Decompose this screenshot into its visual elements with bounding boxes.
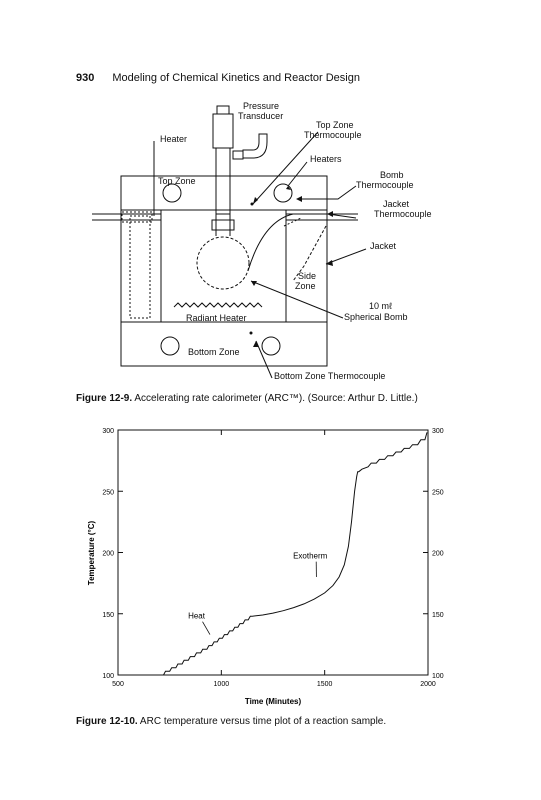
figure-12-9-label: Figure 12-9. xyxy=(76,393,133,404)
x-tick-label: 2000 xyxy=(420,681,436,688)
label-transducer: Transducer xyxy=(238,111,283,121)
label-bomb-tc-2: Thermocouple xyxy=(356,180,414,190)
y-tick-label: 100 xyxy=(102,673,114,680)
annotation-label: Heat xyxy=(188,612,206,621)
label-jacket-tc: Jacket xyxy=(383,199,410,209)
label-bottom-zone: Bottom Zone xyxy=(188,347,240,357)
y-tick-label-right: 100 xyxy=(432,673,444,680)
label-heater: Heater xyxy=(160,134,187,144)
y-tick-label-right: 300 xyxy=(432,428,444,435)
y-tick-label: 300 xyxy=(102,428,114,435)
x-tick-label: 1500 xyxy=(317,681,333,688)
spherical-bomb xyxy=(196,236,250,290)
label-top-zone-tc: Top Zone xyxy=(316,120,354,130)
figure-12-10-caption-text: ARC temperature versus time plot of a re… xyxy=(137,716,387,727)
y-tick-label: 150 xyxy=(102,612,114,619)
running-header: 930 Modeling of Chemical Kinetics and Rea… xyxy=(76,72,360,84)
annotation-leader xyxy=(202,621,211,635)
label-top-zone-tc-2: Thermocouple xyxy=(304,130,362,140)
arc-apparatus-diagram: Pressure Transducer Top Zone Thermocoupl… xyxy=(92,101,432,381)
x-tick-label: 500 xyxy=(112,681,124,688)
label-bottom-zone-tc: Bottom Zone Thermocouple xyxy=(274,371,385,381)
bottom-zone-box xyxy=(120,321,328,367)
top-zone-box xyxy=(120,175,328,211)
y-tick-label: 250 xyxy=(102,489,114,496)
y-tick-label-right: 200 xyxy=(432,551,444,558)
top-heater-right xyxy=(273,183,293,203)
bottom-heater-left xyxy=(160,336,180,356)
calorimeter-enclosure xyxy=(120,175,328,367)
annotation-label: Exotherm xyxy=(293,552,328,561)
figure-12-9-caption-text: Accelerating rate calorimeter (ARC™). (S… xyxy=(132,393,418,404)
page-number: 930 xyxy=(76,72,95,84)
figure-12-10-caption: Figure 12-10. ARC temperature versus tim… xyxy=(76,716,386,727)
label-radiant-heater: Radiant Heater xyxy=(186,313,247,323)
temperature-series-line xyxy=(159,432,428,676)
running-title: Modeling of Chemical Kinetics and Reacto… xyxy=(112,72,360,84)
label-bomb-tc: Bomb xyxy=(380,170,404,180)
figure-12-10-label: Figure 12-10. xyxy=(76,716,138,727)
radiant-heater xyxy=(173,302,263,308)
label-pressure: Pressure xyxy=(243,101,279,111)
label-jacket: Jacket xyxy=(370,241,397,251)
bottom-heater-right xyxy=(261,336,281,356)
label-spherical-bomb: Spherical Bomb xyxy=(344,312,408,322)
label-bomb-volume: 10 mℓ xyxy=(369,301,393,311)
y-tick-label-right: 150 xyxy=(432,612,444,619)
label-heaters: Heaters xyxy=(310,154,342,164)
y-tick-label-right: 250 xyxy=(432,489,444,496)
label-top-zone: Top Zone xyxy=(158,176,196,186)
pressure-transducer xyxy=(212,113,234,149)
top-heater-left xyxy=(162,183,182,203)
label-jacket-tc-2: Thermocouple xyxy=(374,209,432,219)
plot-frame xyxy=(117,429,429,676)
y-axis-label: Temperature (°C) xyxy=(87,520,96,585)
y-tick-label: 200 xyxy=(102,551,114,558)
label-side-zone-2: Zone xyxy=(295,281,316,291)
label-side-zone: Side xyxy=(298,271,316,281)
x-axis-label: Time (Minutes) xyxy=(245,697,302,706)
x-tick-label: 1000 xyxy=(214,681,230,688)
figure-12-9-caption: Figure 12-9. Accelerating rate calorimet… xyxy=(76,393,418,404)
